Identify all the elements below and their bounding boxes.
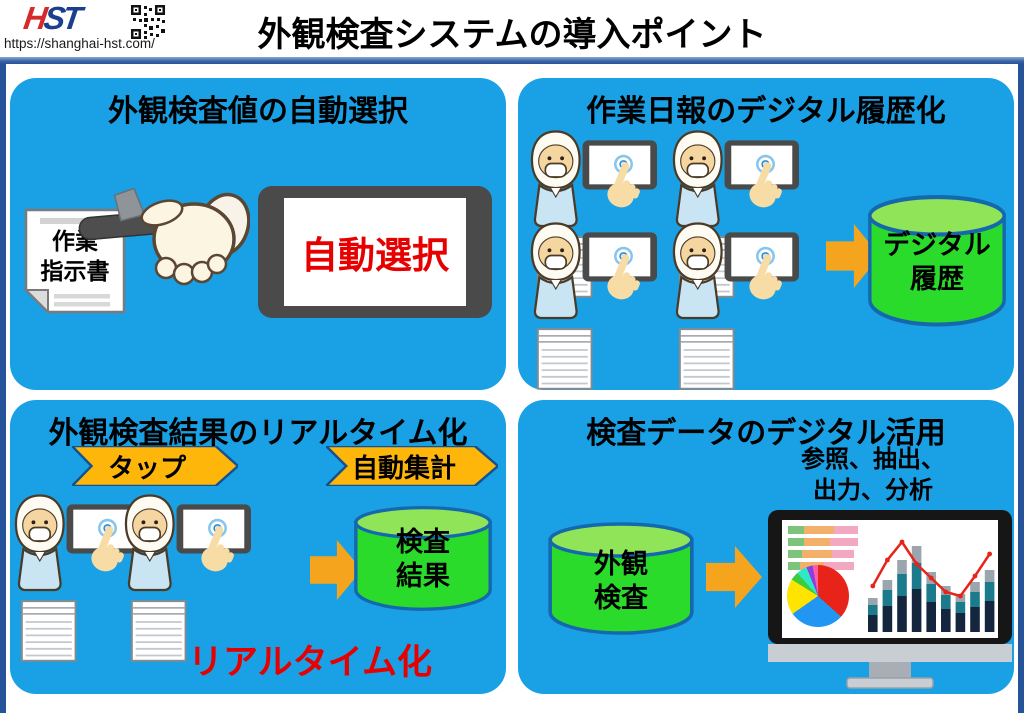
worker-tablet-icon — [530, 222, 659, 390]
worker-tablet-icon — [672, 222, 801, 390]
pie-chart-icon — [787, 565, 849, 627]
header-divider — [0, 57, 1024, 64]
cylinder-label: 検査 結果 — [396, 527, 450, 591]
caption-realtime: リアルタイム化 — [188, 643, 432, 682]
panel-digital-history: 作業日報のデジタル履歴化 デジタル 履歴 — [518, 78, 1014, 390]
hst-logo: HST — [21, 0, 82, 36]
site-url: https://shanghai-hst.com/ — [4, 36, 155, 51]
panel-title: 外観検査値の自動選択 — [108, 95, 408, 128]
page-title: 外観検査システムの導入ポイント — [257, 16, 767, 54]
left-frame-edge — [0, 64, 6, 713]
panel-title: 作業日報のデジタル履歴化 — [586, 95, 946, 128]
banner-tap-label: タップ — [107, 452, 186, 483]
panel-title: 外観検査結果のリアルタイム化 — [48, 417, 468, 450]
panel-realtime: 外観検査結果のリアルタイム化 タップ 自動集計 検査 結果 リアルタイム化 — [10, 400, 506, 694]
right-frame-edge — [1018, 64, 1024, 713]
cylinder-label: デジタル 履歴 — [883, 230, 991, 294]
vbar-chart-icon — [868, 539, 995, 632]
panel-data-use: 検査データのデジタル活用 参照、抽出、 出力、分析 外観 検査 — [518, 400, 1014, 694]
panel-auto-select: 外観検査値の自動選択 作業 指示書 — [10, 78, 506, 390]
arrow-right-icon — [706, 546, 762, 608]
banner-autosum-label: 自動集計 — [351, 452, 456, 483]
barcode-scanner-icon — [78, 187, 250, 286]
panel-title: 検査データのデジタル活用 — [586, 417, 946, 450]
tablet-text: 自動選択 — [301, 235, 449, 276]
cylinder-label: 外観 検査 — [594, 549, 648, 613]
tablet-icon — [258, 186, 492, 318]
qr-code-icon — [130, 4, 166, 40]
header: HST https://shanghai-hst.com/ 外観検査システムの導… — [0, 0, 1024, 57]
usage-notes: 参照、抽出、 出力、分析 — [801, 446, 945, 504]
